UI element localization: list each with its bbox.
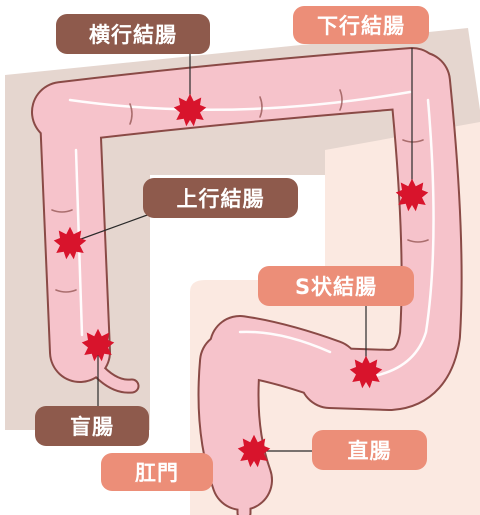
label-sigmoid-colon: S状結腸 (258, 266, 414, 306)
label-transverse-colon: 横行結腸 (56, 14, 210, 54)
label-cecum: 盲腸 (35, 406, 149, 446)
label-rectum: 直腸 (312, 430, 427, 470)
label-ascending-colon: 上行結腸 (143, 178, 298, 218)
label-descending-colon: 下行結腸 (293, 6, 429, 44)
label-anus: 肛門 (101, 453, 213, 491)
